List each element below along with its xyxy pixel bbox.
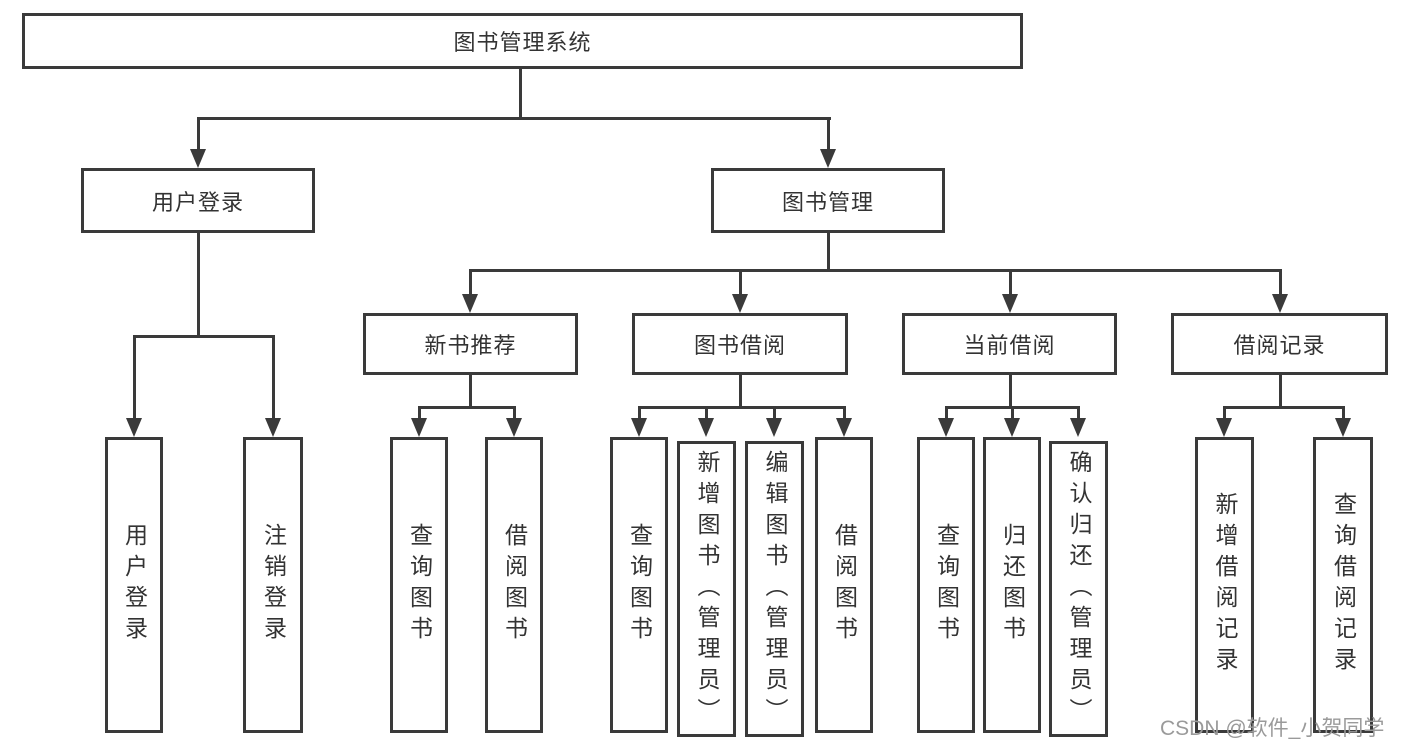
connector-line — [739, 269, 742, 296]
node-borrow-borrow-books: 借阅图书 — [815, 437, 873, 733]
connector-line — [133, 335, 275, 338]
node-newbook-query-books: 查询图书 — [390, 437, 448, 733]
node-label: 借阅图书 — [831, 523, 858, 647]
arrowhead-icon — [1216, 418, 1232, 437]
node-current-borrow: 当前借阅 — [902, 313, 1117, 375]
node-records-add-record: 新增借阅记录 — [1195, 437, 1254, 733]
arrowhead-icon — [126, 418, 142, 437]
node-label: 新书推荐 — [424, 333, 517, 358]
csdn-watermark: CSDN @软件_小贺同学 — [1160, 717, 1385, 740]
connector-line — [418, 406, 516, 409]
connector-line — [197, 233, 200, 337]
node-label: 查询图书 — [406, 523, 433, 647]
connector-line — [1223, 406, 1226, 420]
node-book-management: 图书管理 — [711, 168, 945, 233]
node-label: 编辑图书（管理员） — [762, 449, 788, 729]
arrowhead-icon — [836, 418, 852, 437]
node-label: 用户登录 — [151, 189, 244, 215]
node-newbook-borrow-books: 借阅图书 — [485, 437, 543, 733]
arrowhead-icon — [506, 418, 522, 437]
node-book-borrow: 图书借阅 — [632, 313, 848, 375]
arrowhead-icon — [1335, 418, 1351, 437]
connector-line — [469, 269, 472, 296]
node-borrow-edit-books-admin: 编辑图书（管理员） — [745, 441, 804, 737]
connector-line — [1279, 269, 1282, 296]
arrowhead-icon — [462, 294, 478, 313]
connector-line — [469, 269, 1282, 272]
node-label: 查询图书 — [626, 523, 653, 647]
arrowhead-icon — [820, 149, 836, 168]
node-label: 新增借阅记录 — [1212, 492, 1238, 678]
node-label: 查询借阅记录 — [1330, 492, 1357, 678]
arrowhead-icon — [1002, 294, 1018, 313]
connector-line — [197, 117, 831, 120]
node-label: 用户登录 — [121, 523, 148, 647]
arrowhead-icon — [265, 418, 281, 437]
connector-line — [513, 406, 516, 420]
connector-line — [638, 406, 641, 420]
node-current-return-books: 归还图书 — [983, 437, 1041, 733]
arrowhead-icon — [1004, 418, 1020, 437]
node-new-book-recommend: 新书推荐 — [363, 313, 578, 375]
node-current-query-books: 查询图书 — [917, 437, 975, 733]
connector-line — [1009, 375, 1012, 408]
connector-line — [638, 406, 846, 409]
node-leaf-user-login: 用户登录 — [105, 437, 163, 733]
connector-line — [1279, 375, 1282, 408]
node-records-query-record: 查询借阅记录 — [1313, 437, 1373, 733]
connector-line — [1011, 406, 1014, 420]
node-label: 图书管理 — [781, 189, 874, 215]
connector-line — [197, 117, 200, 152]
node-borrow-query-books: 查询图书 — [610, 437, 668, 733]
connector-line — [1009, 269, 1012, 296]
connector-line — [469, 375, 472, 408]
connector-line — [1223, 406, 1345, 409]
arrowhead-icon — [411, 418, 427, 437]
arrowhead-icon — [698, 418, 714, 437]
arrowhead-icon — [938, 418, 954, 437]
arrowhead-icon — [766, 418, 782, 437]
connector-line — [827, 117, 830, 152]
node-borrow-records: 借阅记录 — [1171, 313, 1388, 375]
node-root: 图书管理系统 — [22, 13, 1023, 69]
node-label: 注销登录 — [260, 523, 287, 647]
connector-line — [418, 406, 421, 420]
node-label: 查询图书 — [933, 523, 960, 647]
connector-line — [945, 406, 948, 420]
arrowhead-icon — [1070, 418, 1086, 437]
node-current-confirm-return-admin: 确认归还（管理员） — [1049, 441, 1108, 737]
node-borrow-add-books-admin: 新增图书（管理员） — [677, 441, 736, 737]
arrowhead-icon — [631, 418, 647, 437]
node-label: 归还图书 — [999, 523, 1026, 647]
connector-line — [133, 335, 136, 420]
connector-line — [1342, 406, 1345, 420]
node-label: 当前借阅 — [963, 333, 1056, 358]
node-label: 借阅图书 — [501, 523, 528, 647]
node-label: 借阅记录 — [1233, 333, 1326, 358]
connector-line — [1077, 406, 1080, 420]
node-label: 图书管理系统 — [453, 30, 592, 55]
arrowhead-icon — [190, 149, 206, 168]
connector-line — [827, 233, 830, 271]
arrowhead-icon — [732, 294, 748, 313]
connector-line — [519, 69, 522, 118]
node-user-login: 用户登录 — [81, 168, 315, 233]
node-label: 新增图书（管理员） — [694, 449, 720, 729]
connector-line — [272, 335, 275, 420]
node-label: 图书借阅 — [693, 333, 786, 358]
node-leaf-logout: 注销登录 — [243, 437, 303, 733]
node-label: 确认归还（管理员） — [1066, 449, 1092, 729]
connector-line — [773, 406, 776, 420]
arrowhead-icon — [1272, 294, 1288, 313]
connector-line — [739, 375, 742, 408]
connector-line — [705, 406, 708, 420]
connector-line — [843, 406, 846, 420]
